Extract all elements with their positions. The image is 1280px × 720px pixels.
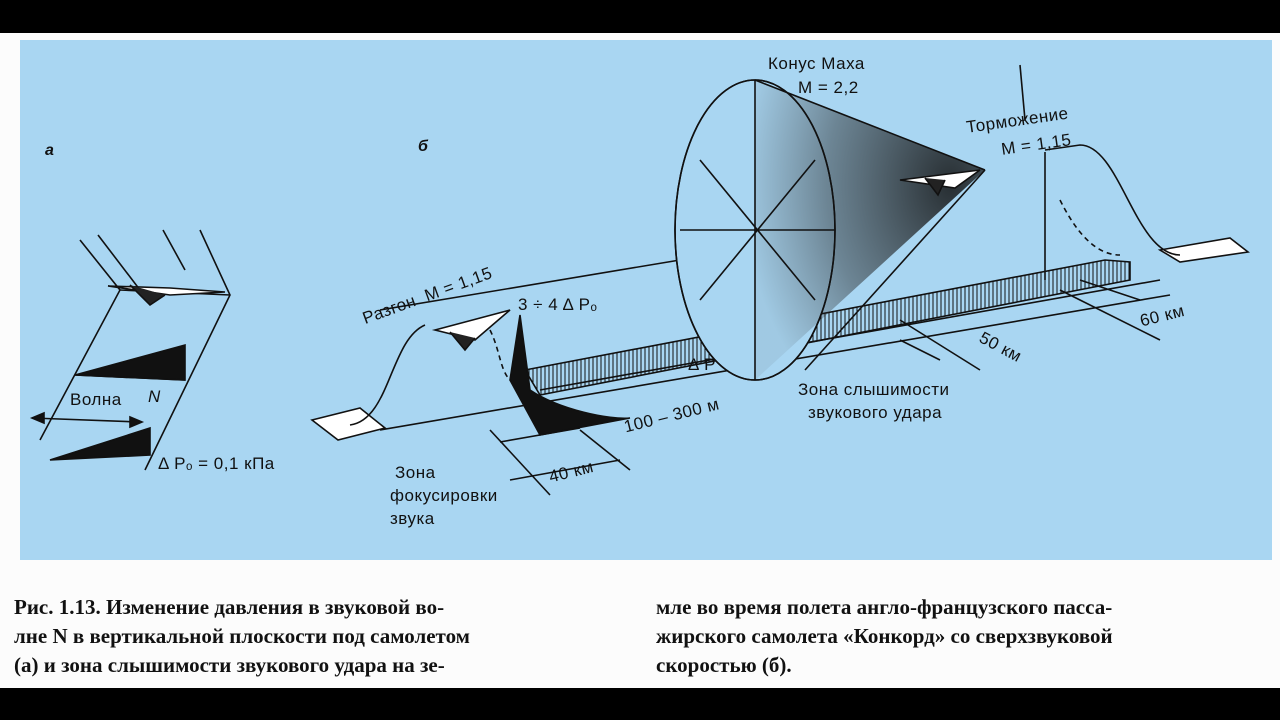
- caption-left-line: лне N в вертикальной плоскости под самол…: [14, 624, 470, 648]
- start-pad: [310, 407, 387, 441]
- mach-cone-m: М = 2,2: [798, 78, 859, 97]
- descent-curve: [1044, 144, 1181, 256]
- delta-p-label: Δ P: [688, 355, 716, 374]
- mach-cone-title: Конус Маха: [768, 54, 865, 73]
- mach-cone-body: [755, 80, 985, 380]
- focus-zone-line1: Зона: [395, 463, 436, 482]
- focus-zone-line2: фокусировки: [390, 486, 498, 505]
- audibility-zone-line2: звукового удара: [808, 403, 943, 422]
- caption-right: мле во время полета англо-французского п…: [656, 593, 1266, 680]
- wave-arrow: [31, 417, 141, 423]
- plane-edge-right: [144, 229, 231, 471]
- focus-peak: [509, 314, 631, 436]
- n-wave-lower-icon: [49, 426, 151, 461]
- focus-zone-line3: звука: [390, 509, 435, 528]
- panel-a-diagram: [29, 229, 231, 471]
- dim-50km: [899, 319, 981, 371]
- aircraft-accel-icon: [431, 309, 511, 341]
- delta-p0-a-label: Δ Pₒ = 0,1 кПа: [158, 454, 275, 473]
- end-pad: [1157, 237, 1250, 263]
- figure-drawing: [29, 64, 1250, 496]
- caption-left-line: Рис. 1.13. Изменение давления в звуковой…: [14, 595, 445, 619]
- caption-right-line: скоростью (б).: [656, 653, 792, 677]
- caption-left: Рис. 1.13. Изменение давления в звуковой…: [14, 593, 610, 680]
- plane-edge-left: [39, 239, 121, 441]
- panel-a-label: а: [45, 142, 55, 159]
- volna-label: Волна: [70, 390, 122, 409]
- n-wave-upper-icon: [74, 343, 186, 381]
- caption-right-line: жирского самолета «Конкорд» со сверхзвук…: [656, 624, 1113, 648]
- dim-60km: [1059, 289, 1161, 341]
- figure-illustration: а б Волна N Δ Pₒ = 0,1 кПа Конус Маха М …: [20, 40, 1272, 560]
- aircraft-cone-icon: [899, 169, 981, 189]
- caption-left-line: (а) и зона слышимости звукового удара на…: [14, 653, 445, 677]
- dim-40km: [509, 459, 621, 481]
- peak-pressure-label: 3 ÷ 4 Δ Pₒ: [518, 295, 598, 314]
- ascent-curve: [349, 324, 426, 426]
- volna-n-label: N: [148, 387, 161, 406]
- caption-right-line: мле во время полета англо-французского п…: [656, 595, 1113, 619]
- page: а б Волна N Δ Pₒ = 0,1 кПа Конус Маха М …: [0, 33, 1280, 688]
- audibility-zone-line1: Зона слышимости: [798, 380, 950, 399]
- pressure-band: [523, 259, 1131, 396]
- panel-b-diagram: [310, 64, 1250, 496]
- panel-b-label: б: [418, 138, 429, 155]
